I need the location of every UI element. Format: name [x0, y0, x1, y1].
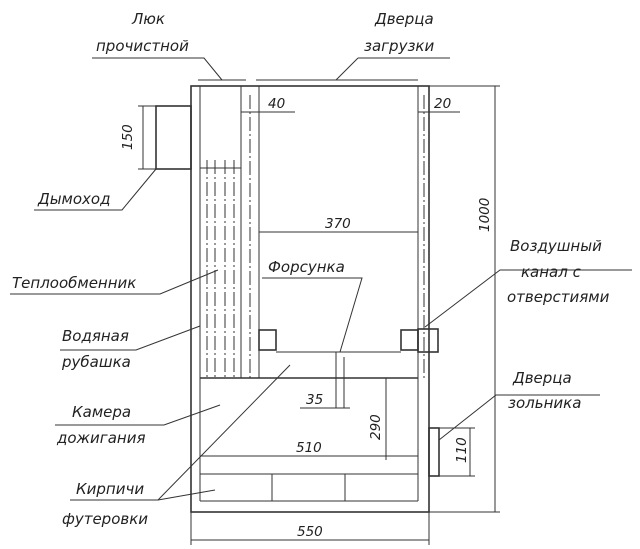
heat-exchanger-block — [199, 167, 242, 379]
ash-door-label-2: зольника — [508, 394, 581, 412]
ash-door — [428, 427, 440, 477]
dim-370: 370 — [325, 216, 351, 232]
cleanout-hatch-label-2: прочистной — [96, 37, 189, 55]
chimney-pipe — [155, 105, 192, 170]
heat-exchanger-label: Теплообменник — [12, 274, 136, 292]
chimney-label: Дымоход — [37, 190, 110, 208]
dimension-values: 150 40 20 1000 370 35 290 510 110 550 — [120, 96, 493, 540]
cleanout-hatch-label-1: Люк — [131, 10, 165, 28]
dim-510: 510 — [296, 440, 322, 456]
afterburn-chamber-label-2: дожигания — [56, 429, 145, 447]
dim-40: 40 — [268, 96, 285, 112]
dim-1000: 1000 — [477, 198, 493, 232]
dim-110: 110 — [454, 437, 470, 463]
dim-550: 550 — [297, 524, 323, 540]
air-channel-left — [258, 329, 277, 351]
lining-bricks-label-1: Кирпичи — [76, 480, 144, 498]
nozzle-label: Форсунка — [268, 258, 345, 276]
outer-shell — [190, 85, 430, 513]
labels: Люк прочистной Дверца загрузки Дымоход Т… — [12, 10, 610, 528]
dim-20: 20 — [434, 96, 451, 112]
air-channel-label-1: Воздушный — [510, 237, 602, 255]
air-channel-label-3: отверстиями — [507, 288, 610, 306]
water-jacket-label-2: рубашка — [61, 353, 131, 371]
afterburn-chamber-label-1: Камера — [72, 403, 131, 421]
dimension-lines — [138, 79, 500, 545]
leader-lines — [10, 57, 632, 501]
dim-35: 35 — [306, 392, 323, 408]
ash-door-label-1: Дверца — [512, 369, 572, 387]
dim-150: 150 — [120, 124, 136, 150]
dim-290: 290 — [368, 414, 384, 440]
loading-door-label-2: загрузки — [364, 37, 434, 55]
air-channel-label-2: канал с — [521, 263, 582, 281]
air-channel-outlet — [417, 328, 439, 353]
water-jacket-label-1: Водяная — [62, 327, 129, 345]
furnace-body — [155, 85, 440, 513]
lining-bricks-label-2: футеровки — [62, 510, 148, 528]
air-channel-right — [400, 329, 419, 351]
loading-door-label-1: Дверца — [374, 10, 434, 28]
